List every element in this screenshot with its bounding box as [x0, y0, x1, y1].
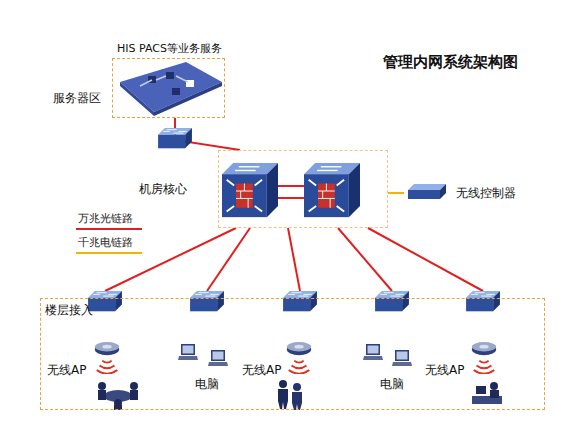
node-label: 电脑	[195, 377, 219, 391]
access-ap-unit: 无线AP	[240, 291, 350, 395]
core-zone: 机房核心	[218, 150, 388, 228]
diagram-title: 管理内网系统架构图	[383, 53, 518, 71]
access-pc-unit: 电脑	[147, 291, 257, 395]
node-label: HIS PACS等业务服务	[117, 42, 222, 55]
floor-zone: 楼层接入无线AP 电脑 无线AP 电脑 无线AP	[40, 298, 545, 410]
fiber-link	[368, 228, 483, 291]
node-label: 机房核心	[139, 182, 187, 196]
node-label: 无线AP	[242, 363, 281, 377]
node-label: 无线AP	[47, 363, 86, 377]
node-label: 无线AP	[425, 363, 464, 377]
node-label: 服务器区	[53, 91, 101, 105]
access-pc-unit: 电脑	[332, 291, 442, 395]
node-label: 楼层接入	[45, 303, 93, 317]
wireless-controller: 无线控制器	[404, 181, 522, 205]
access-ap-unit: 无线AP	[45, 291, 155, 395]
fiber-link	[207, 228, 250, 291]
node-label: 电脑	[380, 377, 404, 391]
copper-link	[388, 192, 404, 194]
server-zone: HIS PACS等业务服务服务器区	[112, 58, 225, 118]
node-label: 无线控制器	[456, 186, 516, 200]
fiber-link	[288, 228, 300, 291]
access-ap-unit: 无线AP	[423, 291, 533, 395]
legend-label: 千兆电链路	[78, 236, 133, 249]
legend-label: 万兆光链路	[78, 212, 133, 225]
